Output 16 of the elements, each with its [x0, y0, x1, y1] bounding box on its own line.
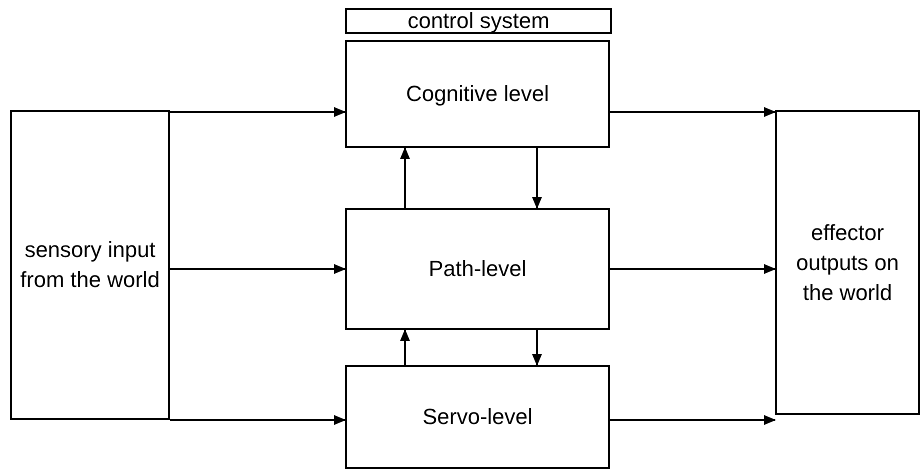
title-box: control system [345, 8, 612, 34]
arrow [400, 329, 410, 365]
arrow [400, 147, 410, 208]
arrow [170, 264, 346, 274]
level-box: Path-level [345, 208, 610, 330]
arrow [170, 415, 346, 425]
level-box: Cognitive level [345, 40, 610, 148]
arrow [610, 107, 776, 117]
level-box: Servo-level [345, 365, 610, 469]
input-box: sensory input from the world [10, 110, 170, 420]
arrow [610, 264, 776, 274]
arrow [532, 148, 542, 209]
arrow [170, 107, 346, 117]
arrow [532, 330, 542, 366]
arrow [610, 415, 776, 425]
output-box: effector outputs on the world [775, 110, 920, 415]
